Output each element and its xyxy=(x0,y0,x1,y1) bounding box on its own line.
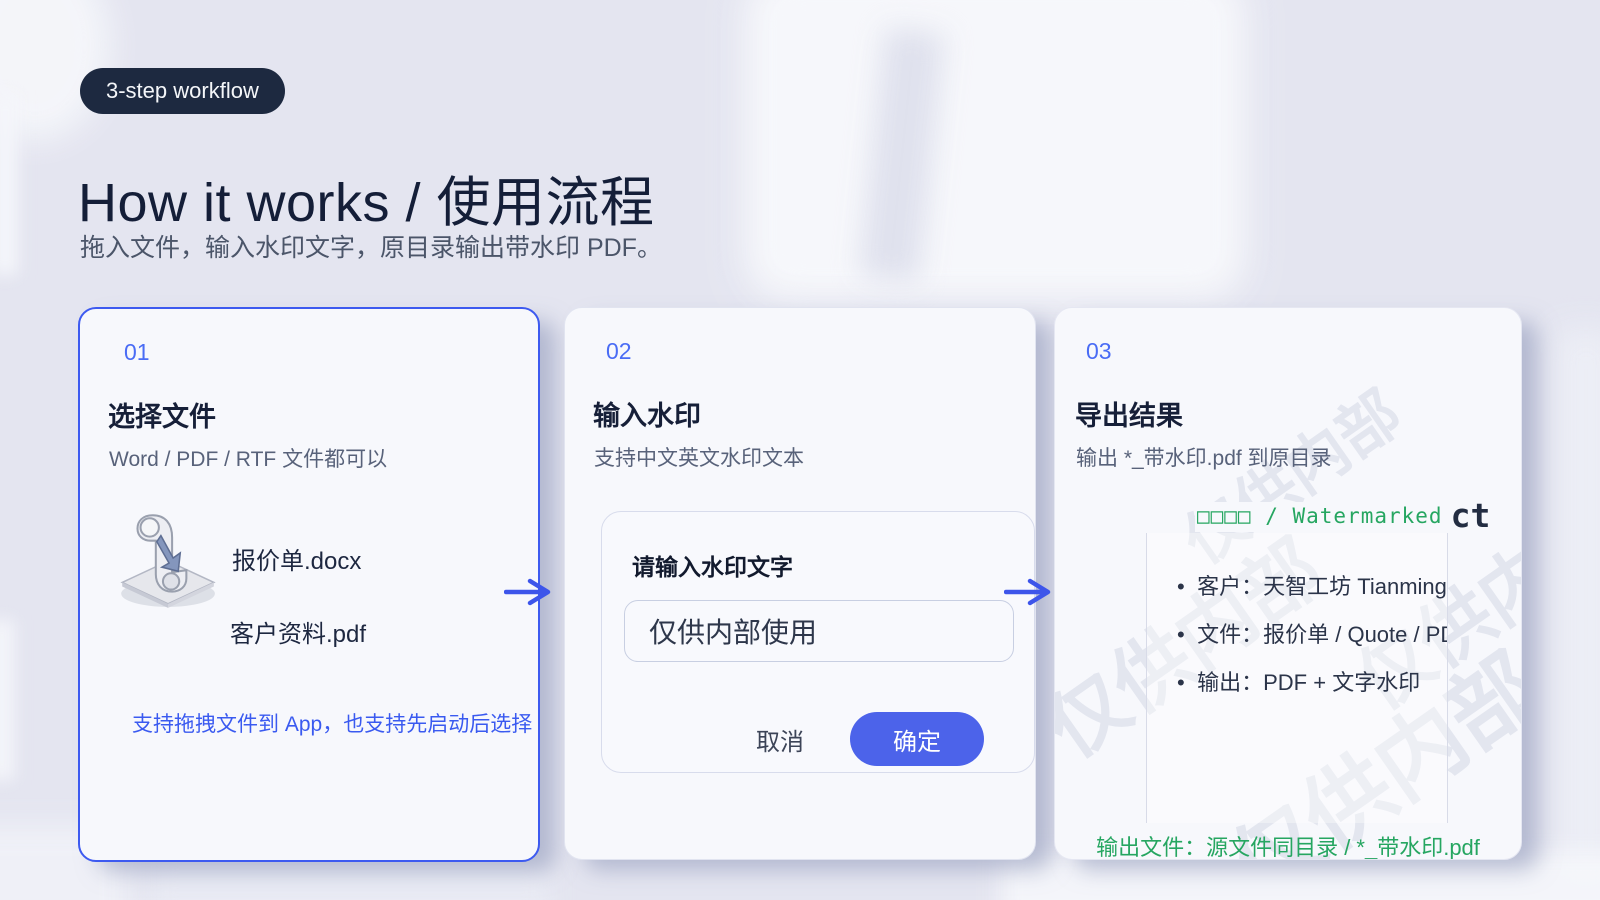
workflow-badge: 3-step workflow xyxy=(80,68,285,114)
step-title: 导出结果 xyxy=(1075,401,1183,431)
step-number: 02 xyxy=(606,338,632,364)
dialog-buttons: 取消 确定 xyxy=(750,712,984,766)
background-smudge xyxy=(0,620,14,780)
script-file-icon xyxy=(120,514,216,608)
page-subtitle: 拖入文件，输入水印文字，原目录输出带水印 PDF。 xyxy=(80,234,662,262)
cancel-button[interactable]: 取消 xyxy=(750,721,810,758)
step-title: 选择文件 xyxy=(108,402,216,432)
file-item: 报价单.docx xyxy=(232,548,362,575)
pdf-preview: • 客户：天智工坊 Tianming • 文件：报价单 / Quote / PD… xyxy=(1146,533,1448,823)
preview-bullet: • 文件：报价单 / Quote / PDF xyxy=(1177,622,1448,647)
step-title: 输入水印 xyxy=(593,401,701,431)
bullet-dot: • xyxy=(1177,622,1185,647)
step-subtitle: 输出 *_带水印.pdf 到原目录 xyxy=(1076,447,1332,470)
watermark-text-input[interactable] xyxy=(624,600,1014,662)
drag-drop-tip: 支持拖拽文件到 App，也支持先启动后选择 xyxy=(132,713,533,736)
background-smudge xyxy=(150,866,550,900)
arrow-right-icon xyxy=(1004,578,1051,606)
watermarked-label: □□□□ / Watermarked xyxy=(1195,502,1449,532)
step-card-export-result: 仅供内部 仅供内部 仅供内部 仅供内部 03 导出结果 输出 *_带水印.pdf… xyxy=(1054,307,1522,860)
step-subtitle: Word / PDF / RTF 文件都可以 xyxy=(109,448,388,471)
step-card-select-file: 01 选择文件 Word / PDF / RTF 文件都可以 报价单.docx … xyxy=(78,307,540,862)
file-item: 客户资料.pdf xyxy=(230,621,367,648)
step-number: 01 xyxy=(124,339,150,365)
dialog-title: 请输入水印文字 xyxy=(632,554,793,580)
step-subtitle: 支持中文英文水印文本 xyxy=(594,447,804,470)
arrow-right-icon xyxy=(504,578,551,606)
step-number: 03 xyxy=(1086,338,1112,364)
watermark-dialog: 请输入水印文字 取消 确定 xyxy=(601,511,1035,773)
output-path-note: 输出文件：源文件同目录 / *_带水印.pdf xyxy=(1096,835,1480,860)
bullet-dot: • xyxy=(1177,574,1185,599)
background-smudge xyxy=(1556,330,1600,890)
bullet-dot: • xyxy=(1177,670,1185,695)
step-card-enter-watermark: 02 输入水印 支持中文英文水印文本 请输入水印文字 取消 确定 xyxy=(564,307,1036,860)
background-smudge xyxy=(0,95,18,275)
clipped-text-fragment: ct xyxy=(1450,496,1491,535)
confirm-button[interactable]: 确定 xyxy=(850,712,984,766)
background-smudge xyxy=(859,27,945,283)
preview-bullet: • 客户：天智工坊 Tianming xyxy=(1177,574,1447,599)
background-smudge xyxy=(745,0,1245,300)
page-title: How it works / 使用流程 xyxy=(78,173,655,233)
preview-bullet: • 输出：PDF + 文字水印 xyxy=(1177,670,1421,695)
